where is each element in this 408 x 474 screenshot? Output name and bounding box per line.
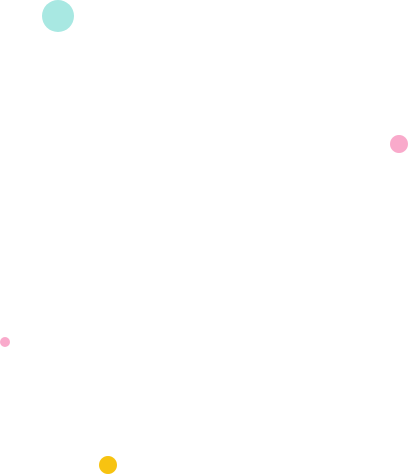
pink-circle-icon	[390, 135, 408, 153]
teal-circle-icon	[42, 0, 74, 32]
pink-circle-icon	[0, 337, 10, 347]
yellow-circle-icon	[99, 456, 117, 474]
